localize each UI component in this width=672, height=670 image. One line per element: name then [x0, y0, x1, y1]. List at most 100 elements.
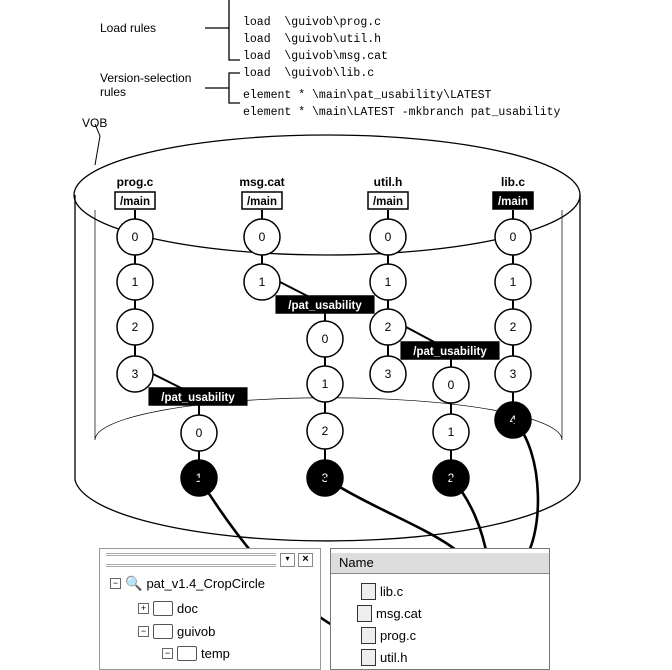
file-pane: Name lib.c msg.cat prog.c util.h — [330, 548, 550, 670]
version-number: 0 — [132, 230, 139, 244]
collapse-icon[interactable]: − — [162, 648, 173, 659]
main-branch-label-box — [492, 191, 534, 210]
file-util-h[interactable]: util.h — [361, 649, 407, 666]
version-node — [432, 413, 470, 451]
version-node — [494, 308, 532, 346]
element-name: prog.c — [117, 175, 154, 189]
file-label: util.h — [380, 650, 408, 665]
main-branch-label: /main — [498, 196, 528, 208]
load-rule: load \guivob\util.h — [243, 33, 382, 46]
tree-item-doc[interactable]: + doc — [138, 601, 198, 616]
load-rules: load \guivob\prog.c load \guivob\util.h lo… — [243, 0, 388, 82]
version-node — [116, 218, 154, 256]
load-rules-bracket — [205, 0, 240, 61]
file-icon — [361, 583, 376, 600]
version-number: 3 — [385, 367, 392, 381]
version-number: 0 — [385, 230, 392, 244]
file-label: lib.c — [380, 584, 404, 599]
file-icon — [357, 605, 372, 622]
version-node — [306, 320, 344, 358]
version-node — [306, 412, 344, 450]
version-node — [243, 218, 281, 256]
load-rule: load \guivob\prog.c — [243, 16, 382, 29]
version-number: 2 — [510, 320, 517, 334]
tree-item-guivob[interactable]: −guivob — [138, 624, 215, 639]
branch-label: /pat_usability — [161, 392, 235, 404]
version-node — [369, 218, 407, 256]
expand-icon[interactable]: + — [138, 603, 149, 614]
main-branch-label: /main — [247, 196, 277, 208]
version-rule: element * \main\pat_usability\LATEST — [243, 89, 492, 102]
tree-item-temp[interactable]: − temp — [162, 646, 230, 661]
version-node — [494, 355, 532, 393]
version-rules-bracket — [205, 72, 240, 104]
folder-icon — [177, 646, 197, 661]
name-column-header[interactable]: Name — [331, 553, 549, 574]
collapse-icon[interactable]: − — [138, 626, 149, 637]
version-node — [494, 218, 532, 256]
file-icon — [361, 649, 376, 666]
version-node — [369, 308, 407, 346]
element-name: msg.cat — [239, 175, 284, 189]
main-branch-label-box — [114, 191, 156, 210]
version-rule: element * \main\LATEST -mkbranch pat_usa… — [243, 106, 561, 119]
branch-label: /pat_usability — [288, 300, 362, 312]
branch-label-box — [148, 387, 248, 406]
version-number: 0 — [510, 230, 517, 244]
version-node — [243, 263, 281, 301]
version-node — [180, 414, 218, 452]
version-node — [116, 355, 154, 393]
branch-label: /pat_usability — [413, 346, 487, 358]
version-node — [116, 263, 154, 301]
file-msg-cat[interactable]: msg.cat — [357, 605, 422, 622]
version-number: 0 — [322, 332, 329, 346]
main-branch-label-box — [241, 191, 283, 210]
dropdown-button[interactable]: ▾ — [280, 553, 295, 567]
version-node — [306, 365, 344, 403]
version-node — [432, 366, 470, 404]
version-number: 0 — [196, 426, 203, 440]
magnifier-icon: 🔍 — [125, 575, 143, 591]
file-lib-c[interactable]: lib.c — [361, 583, 403, 600]
tree-item-view[interactable]: −🔍pat_v1.4_CropCircle — [110, 575, 265, 592]
main-branch-label-box — [367, 191, 409, 210]
element-name: lib.c — [501, 175, 525, 189]
version-number: 1 — [259, 275, 266, 289]
folder-icon — [153, 601, 173, 616]
version-number: 1 — [448, 425, 455, 439]
load-rule: load \guivob\lib.c — [243, 67, 375, 80]
folder-icon — [153, 624, 173, 639]
file-label: msg.cat — [376, 606, 422, 621]
file-label: prog.c — [380, 628, 417, 643]
version-node — [369, 263, 407, 301]
collapse-icon[interactable]: − — [110, 578, 121, 589]
load-rules-label: Load rules — [100, 21, 157, 35]
element-name: util.h — [374, 175, 403, 189]
tree-label: temp — [201, 646, 230, 661]
version-node — [116, 308, 154, 346]
branch-label-box — [400, 341, 500, 360]
version-number: 3 — [510, 367, 517, 381]
tree-label: doc — [177, 601, 198, 616]
version-number: 0 — [259, 230, 266, 244]
version-number: 1 — [385, 275, 392, 289]
version-number: 2 — [132, 320, 139, 334]
vob-pointer — [94, 123, 101, 166]
version-number: 3 — [132, 367, 139, 381]
version-number: 1 — [510, 275, 517, 289]
version-number: 1 — [132, 275, 139, 289]
version-node — [369, 355, 407, 393]
main-branch-label: /main — [120, 196, 150, 208]
version-number: 2 — [385, 320, 392, 334]
file-icon — [361, 627, 376, 644]
version-number: 1 — [322, 377, 329, 391]
tree-label: pat_v1.4_CropCircle — [146, 576, 265, 591]
cylinder-body — [74, 195, 581, 542]
version-number: 2 — [322, 424, 329, 438]
tree-pane: ▾ × −🔍pat_v1.4_CropCircle +doc −guivob −… — [99, 548, 321, 670]
version-rules-label: Version-selection rules — [100, 71, 192, 99]
file-prog-c[interactable]: prog.c — [361, 627, 416, 644]
close-icon[interactable]: × — [298, 553, 313, 567]
